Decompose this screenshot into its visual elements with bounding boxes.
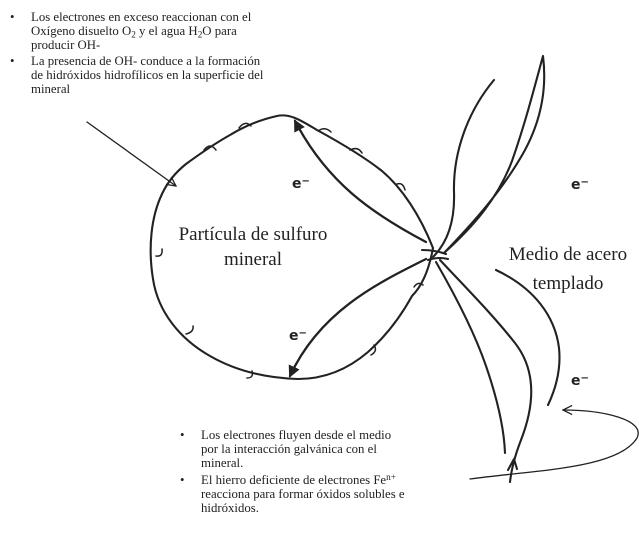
- electron-symbol-right-top-charge: −: [580, 176, 589, 188]
- bottom-note-bullet-2-line-2: reacciona para formar óxidos solubles e: [201, 486, 405, 501]
- oxygen-subscript: 2: [131, 29, 136, 40]
- bottom-note-bullet-2-line-1-a: El hierro deficiente de electrones Fe: [201, 472, 387, 487]
- top-note-bullet-1-line-2-a: Oxígeno disuelto O: [31, 24, 132, 39]
- steel-medium-contact-point: [420, 248, 450, 262]
- top-note-pointer-arrow: [86, 121, 176, 186]
- electron-symbol-upper-charge: −: [301, 175, 310, 187]
- steel-medium-lobe-bottom-left: [434, 260, 507, 455]
- electron-symbol-lower-base: e: [289, 328, 299, 344]
- top-note-bullet-1-line-3: producir OH-: [31, 38, 101, 53]
- steel-medium-tail: [506, 457, 519, 472]
- top-note-bullet-2-line-2: de hidróxidos hidrofílicos en la superfi…: [31, 67, 264, 82]
- steel-medium-label-line-2: templado: [532, 273, 604, 294]
- top-note-bullet-electrons-react: Los electrones en exceso reaccionan con …: [8, 10, 333, 53]
- bottom-note-bullet-1-line-1: Los electrones fluyen desde el medio: [201, 428, 392, 442]
- mineral-surface-roughness: [155, 122, 424, 379]
- electron-symbol-lower: e−: [289, 327, 307, 344]
- iron-charge-superscript: n+: [386, 471, 396, 482]
- top-note-bullet-1-line-2-b: y el agua H: [135, 24, 198, 39]
- bottom-note-bullet-electron-flow: Los electrones fluyen desde el medio por…: [178, 428, 468, 471]
- bottom-note-bullet-1-line-3: mineral.: [201, 456, 244, 471]
- electron-symbol-right-bottom-base: e: [571, 373, 581, 389]
- top-note-bullet-2-line-1: La presencia de OH- conduce a la formaci…: [31, 53, 261, 68]
- mineral-particle-label: Partícula de sulfuro mineral: [159, 222, 347, 272]
- top-bullet-notes: Los electrones en exceso reaccionan con …: [8, 10, 333, 96]
- electron-symbol-right-top: e−: [571, 176, 589, 193]
- bottom-note-bullet-iron-reaction: El hierro deficiente de electrones Fen+ …: [178, 471, 468, 516]
- steel-medium-lobe-upper: [442, 54, 546, 255]
- mineral-particle-label-line-1: Partícula de sulfuro: [178, 224, 328, 245]
- top-note-bullet-1-line-2-c: O para: [202, 24, 237, 39]
- top-note-bullet-1-line-1: Los electrones en exceso reaccionan con …: [31, 10, 252, 24]
- steel-medium-lobe-right: [494, 268, 561, 407]
- electron-symbol-lower-charge: −: [298, 327, 307, 339]
- bottom-note-bullet-1-line-2: por la interacción galvánica con el: [201, 442, 377, 457]
- electron-symbol-right-bottom-charge: −: [580, 372, 589, 384]
- top-note-bullet-hydroxides: La presencia de OH- conduce a la formaci…: [8, 54, 333, 97]
- electron-flow-arrow-upper: [293, 119, 428, 244]
- electron-symbol-upper: e−: [292, 175, 310, 192]
- electron-symbol-upper-base: e: [292, 176, 302, 192]
- bottom-note-pointer-arrow: [469, 410, 639, 480]
- top-note-bullet-2-line-3: mineral: [31, 82, 71, 97]
- steel-medium-label-line-1: Medio de acero: [508, 244, 628, 265]
- steel-medium-label: Medio de acero templado: [492, 240, 639, 298]
- water-hydrogen-subscript: 2: [197, 29, 203, 40]
- electron-symbol-right-bottom: e−: [571, 372, 589, 389]
- electron-flow-arrow-lower: [288, 257, 428, 378]
- electron-symbol-right-top-base: e: [571, 177, 581, 193]
- steel-medium-lobe-left: [431, 78, 496, 259]
- mineral-particle-outline: [149, 114, 435, 381]
- bottom-bullet-notes: Los electrones fluyen desde el medio por…: [178, 428, 468, 515]
- mineral-particle-label-line-2: mineral: [223, 249, 283, 270]
- bottom-note-bullet-2-line-3: hidróxidos.: [201, 501, 259, 516]
